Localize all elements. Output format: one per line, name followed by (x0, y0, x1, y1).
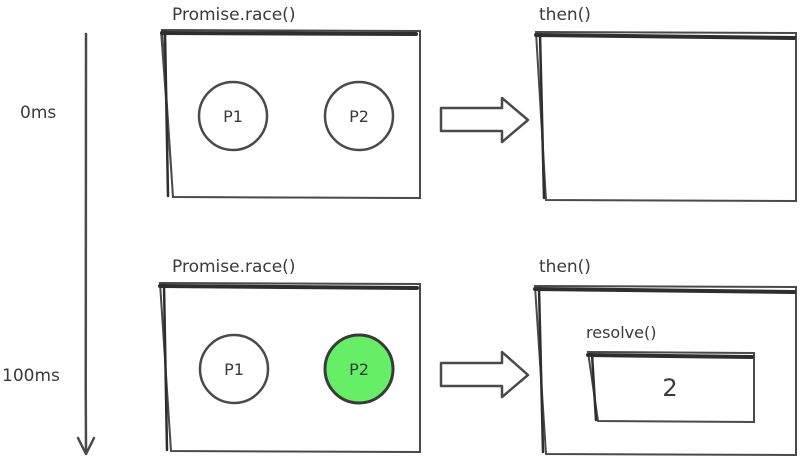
race-label-bottom: Promise.race() (172, 257, 295, 277)
race-label-top: Promise.race() (172, 5, 295, 25)
race-box-top (160, 28, 421, 200)
time-label-0ms: 0ms (20, 103, 56, 123)
time-label-100ms: 100ms (2, 366, 60, 386)
resolved-value: 2 (662, 374, 677, 402)
flow-arrow-top (439, 96, 530, 144)
race-box-bottom (158, 281, 421, 454)
then-label-bottom: then() (539, 257, 591, 277)
then-box-top (534, 30, 797, 203)
promise-p2-top-label: P2 (349, 107, 369, 126)
flow-arrow-bottom (439, 350, 530, 399)
promise-p1-top: P1 (197, 80, 269, 152)
then-box-bottom (533, 284, 797, 457)
promise-p1-bottom-label: P1 (224, 360, 244, 379)
then-label-top: then() (539, 5, 591, 25)
promise-p1-bottom: P1 (198, 333, 270, 405)
resolve-value-box (586, 350, 755, 424)
promise-p1-top-label: P1 (223, 107, 243, 126)
resolve-label: resolve() (586, 323, 656, 342)
promise-p2-bottom-winner: P2 (323, 333, 395, 405)
promise-p2-bottom-label: P2 (349, 360, 369, 379)
timeline-arrow (76, 32, 96, 456)
promise-p2-top: P2 (323, 80, 395, 152)
